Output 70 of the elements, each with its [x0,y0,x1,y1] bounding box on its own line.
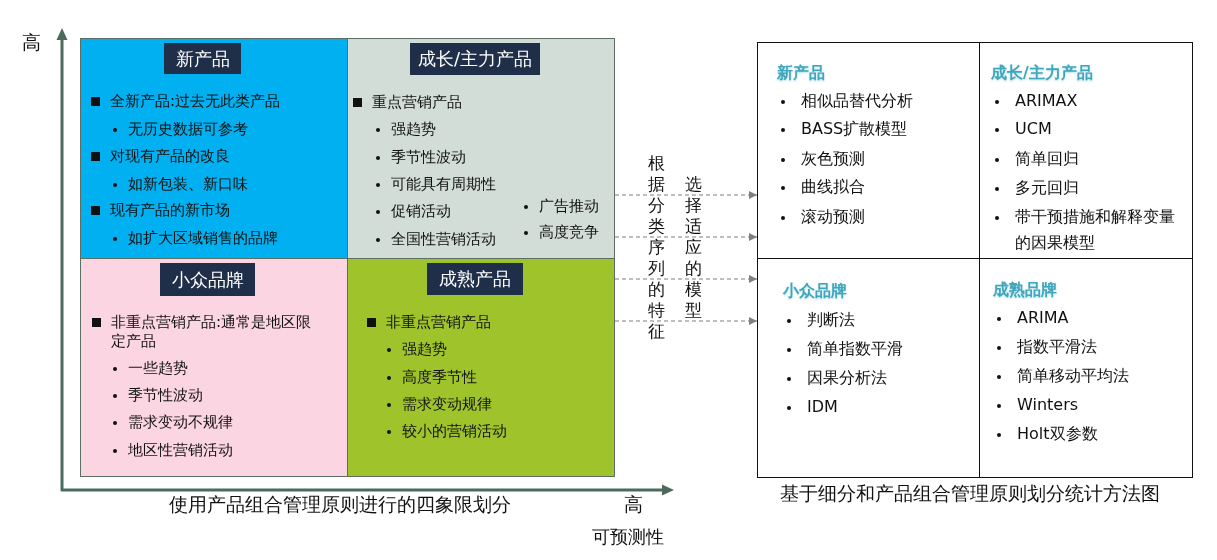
bullet-item: 需求变动不规律 [111,412,331,432]
bullet-item: IDM [785,394,975,420]
bullet-item: 需求变动规律 [385,394,605,414]
bullet-item: BASS扩散模型 [779,116,974,142]
figure-caption: 使用产品组合管理原则进行的四象限划分 [169,493,511,517]
bullet-item: ARIMAX [993,88,1180,114]
bullet-item: 滚动预测 [779,204,974,230]
table-cell [979,258,1193,478]
quadrant-panel [80,258,348,477]
bullet-item: 简单移动平均法 [995,363,1185,389]
table-cell [757,42,980,259]
bullet-item: 重点营销产品 [353,92,553,112]
dashed-arrow [614,191,758,199]
bullet-item: 高度季节性 [385,367,605,387]
bullet-item: 可能具有周期性 [374,174,514,194]
bullet-item: 非重点营销产品 [367,312,597,332]
bullet-item: 多元回归 [993,175,1180,201]
axis-title: 可预测性 [592,525,664,549]
bullet-item: 季节性波动 [374,147,514,167]
vertical-annotation: 根据分类序列的特征 [648,153,666,342]
quadrant-panel [347,38,615,259]
bullet-item: 指数平滑法 [995,334,1185,360]
bullet-item: 季节性波动 [111,385,331,405]
quadrant-title: 新产品 [164,43,241,74]
bullet-item: 如新包装、新口味 [111,174,341,194]
bullet-item: 较小的营销活动 [385,421,605,441]
cell-heading: 成熟品牌 [993,280,1057,300]
quadrant-title: 成长/主力产品 [410,43,540,75]
bullet-item: 对现有产品的改良 [91,146,341,166]
bullet-item: 促销活动 [374,201,514,221]
cell-heading: 新产品 [777,63,825,83]
bullet-item: 地区性营销活动 [111,440,331,460]
axis-label: 高 [22,30,41,54]
bullet-item: 相似品替代分析 [779,88,974,114]
bullet-item: 强趋势 [385,339,605,359]
table-cell [757,258,980,478]
bullet-item: 非重点营销产品:通常是地区限定产品 [92,312,317,351]
bullet-item: Holt双参数 [995,421,1185,447]
dashed-arrow [614,317,758,325]
quadrant-panel [80,38,348,259]
quadrant-title: 成熟产品 [427,263,523,295]
bullet-item: 简单指数平滑 [785,336,975,362]
quadrant-panel [347,258,615,477]
bullet-item: 带干预措施和解释变量的因果模型 [993,204,1180,256]
dashed-arrow [614,233,758,241]
bullet-item: 无历史数据可参考 [111,119,341,139]
bullet-item: 强趋势 [374,119,514,139]
bullet-item: 全新产品:过去无此类产品 [91,91,341,111]
bullet-item: 如扩大区域销售的品牌 [111,228,341,248]
bullet-item: Winters [995,392,1185,418]
bullet-item: 判断法 [785,307,975,333]
bullet-item: ARIMA [995,305,1185,331]
bullet-item: 因果分析法 [785,365,975,391]
table-cell [979,42,1193,259]
bullet-item: 灰色预测 [779,146,974,172]
bullet-item: 广告推动 [522,196,612,216]
bullet-item: 一些趋势 [111,358,331,378]
bullet-item: 高度竞争 [522,222,612,242]
axis-label: 高 [624,493,643,517]
figure-caption: 基于细分和产品组合管理原则划分统计方法图 [780,482,1160,506]
vertical-annotation: 选择适应的模型 [685,174,703,321]
bullet-item: UCM [993,116,1180,142]
bullet-item: 曲线拟合 [779,174,974,200]
cell-heading: 小众品牌 [783,281,847,301]
bullet-item: 全国性营销活动 [374,229,514,249]
quadrant-title: 小众品牌 [160,263,255,296]
cell-heading: 成长/主力产品 [991,63,1093,83]
dashed-arrow [614,275,758,283]
bullet-item: 简单回归 [993,146,1180,172]
bullet-item: 现有产品的新市场 [91,200,341,220]
